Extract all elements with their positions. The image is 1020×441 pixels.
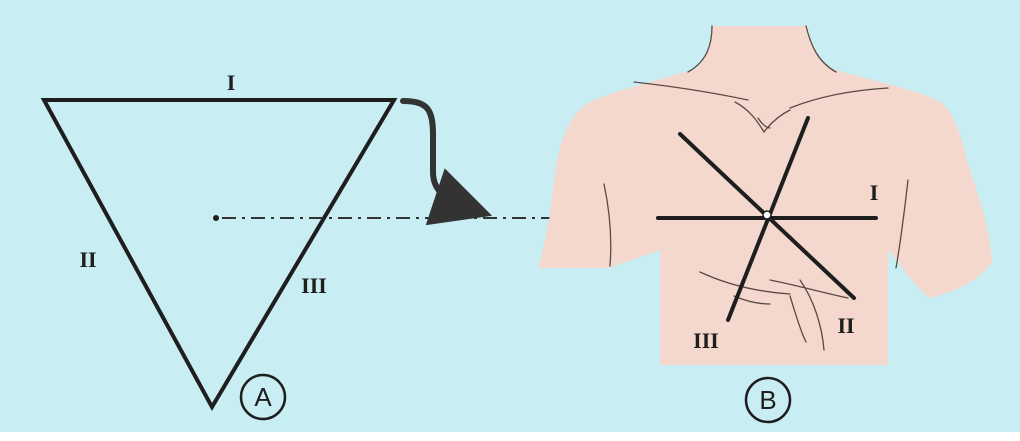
panel-b-label: B [759, 385, 776, 415]
axis-label-ii: II [837, 313, 854, 338]
edge-label-left: II [79, 247, 96, 272]
axis-label-iii: III [693, 328, 719, 353]
edge-label-top: I [227, 70, 236, 95]
bottom-border [0, 432, 1020, 441]
axis-label-i: I [870, 180, 879, 205]
edge-label-right: III [301, 273, 327, 298]
triangle-center-dot [213, 215, 219, 221]
chest-center-dot [763, 211, 771, 219]
panel-a-label: A [254, 382, 272, 412]
